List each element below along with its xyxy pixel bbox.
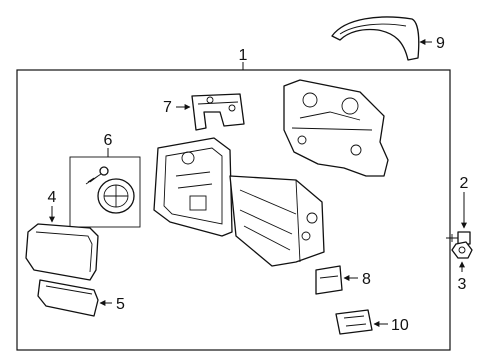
callout-4: 4 bbox=[48, 189, 57, 206]
callout-6: 6 bbox=[104, 132, 113, 149]
callout-7: 7 bbox=[163, 99, 172, 116]
callout-1: 1 bbox=[239, 47, 248, 64]
mirror-glass[interactable] bbox=[25, 223, 99, 281]
puddle-lamp[interactable] bbox=[315, 265, 343, 295]
bracket-part[interactable] bbox=[191, 93, 245, 131]
mirror-housing bbox=[283, 79, 389, 177]
assembly-frame bbox=[16, 69, 451, 351]
connector-part[interactable] bbox=[335, 309, 373, 335]
motor-disk bbox=[97, 178, 135, 214]
spotter-glass[interactable] bbox=[37, 279, 99, 317]
nut-part[interactable] bbox=[451, 241, 473, 259]
callout-10: 10 bbox=[391, 317, 409, 334]
screw-part bbox=[85, 166, 109, 185]
callout-3: 3 bbox=[458, 276, 467, 293]
callout-5: 5 bbox=[116, 296, 125, 313]
mirror-cover-cap[interactable] bbox=[331, 16, 420, 61]
callout-8: 8 bbox=[362, 271, 371, 288]
callout-2: 2 bbox=[460, 175, 469, 192]
glass-motor-kit[interactable] bbox=[69, 156, 141, 228]
bolt-part[interactable] bbox=[446, 231, 471, 245]
callout-9: 9 bbox=[436, 35, 445, 52]
mirror-frame-assembly bbox=[153, 137, 325, 267]
